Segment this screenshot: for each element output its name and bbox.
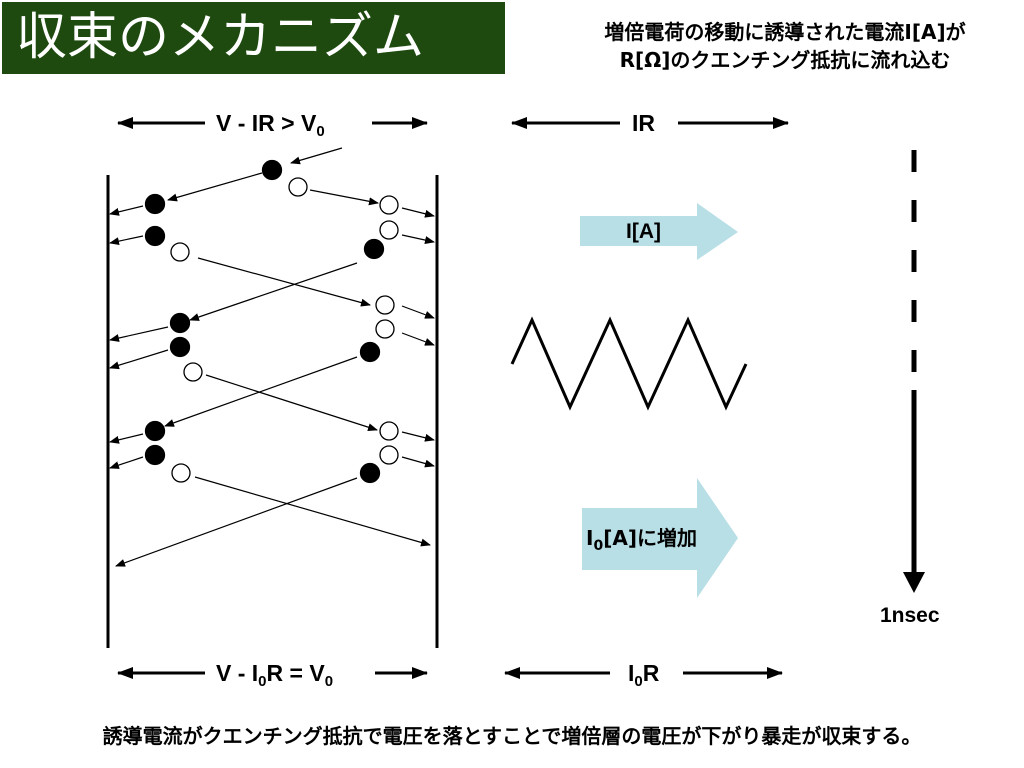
- bottom-right-label-sub: 0: [634, 673, 643, 690]
- current-note: 増倍電荷の移動に誘導された電流I[A]が R[Ω]のクエンチング抵抗に流れ込む: [540, 18, 1024, 74]
- top-left-voltage-label: V - IR > V0: [216, 110, 325, 139]
- top-left-voltage-sub: 0: [316, 123, 325, 140]
- bottom-left-label-sub: 0: [258, 673, 267, 690]
- bottom-explanation: 誘導電流がクエンチング抵抗で電圧を落とすことで増倍層の電圧が下がり暴走が収束する…: [102, 724, 922, 748]
- electron: [359, 341, 381, 363]
- increase-label-part: I: [586, 526, 594, 550]
- hole: [183, 362, 203, 382]
- increase-label-sub: 0: [593, 538, 604, 554]
- electron: [169, 336, 191, 358]
- current-arrow-label: I[A]: [626, 220, 661, 243]
- electron: [144, 225, 166, 247]
- bottom-left-label-sub: 0: [324, 673, 334, 690]
- hole: [375, 319, 395, 339]
- hole: [379, 195, 399, 215]
- increase-label-part: [A]に増加: [603, 526, 697, 550]
- carriers: [144, 159, 399, 484]
- electron: [144, 193, 166, 215]
- hole: [379, 445, 399, 465]
- current-arrow-shape: [580, 203, 738, 260]
- hole: [379, 421, 399, 441]
- title-banner: 収束のメカニズム: [2, 2, 505, 74]
- electron: [261, 159, 283, 181]
- time-axis-arrowhead: [903, 572, 925, 593]
- hole: [375, 295, 395, 315]
- time-label: 1nsec: [880, 604, 940, 627]
- top-right-voltage-label: IR: [632, 110, 655, 136]
- electron: [169, 312, 191, 334]
- current-note-line1: 増倍電荷の移動に誘導された電流I[A]が: [604, 20, 966, 44]
- hole: [171, 463, 191, 483]
- electron: [363, 238, 385, 260]
- bottom-right-voltage-label: I0R: [628, 660, 660, 689]
- bottom-left-label-part: R = V: [266, 660, 325, 686]
- slide-title: 収束のメカニズム: [16, 8, 425, 67]
- increase-arrow-shape: [582, 478, 738, 598]
- top-left-voltage-main: V - IR > V: [216, 110, 317, 136]
- hole: [288, 177, 308, 197]
- hole: [170, 242, 190, 262]
- hole: [379, 220, 399, 240]
- electron: [359, 462, 381, 484]
- bottom-left-voltage-label: V - I0R = V0: [216, 660, 333, 689]
- bottom-right-label-part: I: [628, 660, 635, 686]
- current-note-line2: R[Ω]のクエンチング抵抗に流れ込む: [619, 48, 951, 72]
- bottom-right-label-part: R: [642, 660, 660, 686]
- bottom-left-label-part: V - I: [216, 660, 259, 686]
- increase-arrow-label: I0[A]に増加: [586, 526, 697, 553]
- quenching-resistor-symbol: [510, 316, 748, 411]
- electron: [144, 444, 166, 466]
- electron: [144, 420, 166, 442]
- carrier-trajectories: [109, 147, 435, 567]
